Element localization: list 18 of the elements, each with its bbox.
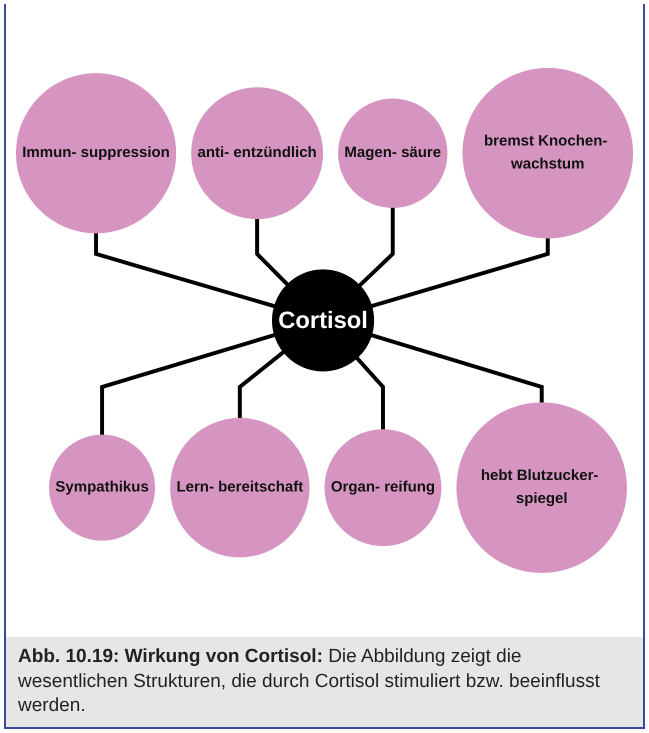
connector <box>371 238 550 308</box>
connector <box>255 218 289 286</box>
node-circle: Lern- bereitschaft <box>170 418 310 558</box>
connector <box>94 233 275 308</box>
connector <box>370 333 544 403</box>
connector <box>100 333 276 436</box>
node-circle: Magen- säure <box>338 98 448 208</box>
figure-caption: Abb. 10.19: Wirkung von Cortisol: Die Abbildung zeigt die wesentlichen Strukturen, die durch Cortisol stimuliert bzw. beeinflusst werden. <box>6 636 643 727</box>
node-circle: Cortisol <box>272 269 374 372</box>
connector <box>238 350 285 418</box>
node-circle: Organ- reifung <box>324 429 442 546</box>
node-circle: bremst Knochen- wachstum <box>462 68 634 239</box>
node-circle: anti- entzündlich <box>191 87 324 220</box>
connector <box>358 208 395 287</box>
connector <box>356 356 385 430</box>
node-circle: Sympathikus <box>49 434 156 541</box>
node-circle: hebt Blutzucker- spiegel <box>456 402 628 573</box>
node-circle: Immun- suppression <box>16 73 176 234</box>
